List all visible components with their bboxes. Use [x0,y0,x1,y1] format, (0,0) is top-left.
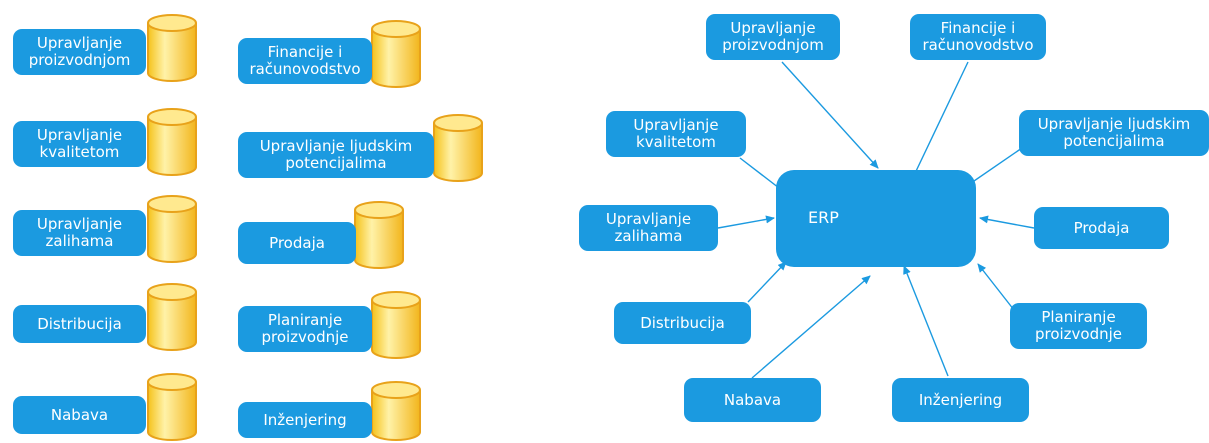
arrow [751,275,871,379]
erp-box [776,170,976,267]
erp-module-box: Prodaja [1034,207,1169,249]
module-box: Distribucija [13,305,146,343]
erp-module-box: Upravljanje proizvodnjom [706,14,840,60]
database-icon [147,195,197,263]
database-icon [147,14,197,82]
module-box: Planiranje proizvodnje [238,306,372,352]
erp-module-box: Upravljanje kvalitetom [606,111,746,157]
module-box: Upravljanje zalihama [13,210,146,256]
module-box: Upravljanje ljudskim potencijalima [238,132,434,178]
erp-module-box: Financije i računovodstvo [910,14,1046,60]
arrow [717,215,775,229]
erp-label: ERP [808,208,839,227]
database-icon [433,114,483,182]
arrow [977,263,1015,311]
arrow [781,61,879,169]
database-icon [147,283,197,351]
database-icon [371,20,421,88]
erp-module-box: Upravljanje ljudskim potencijalima [1019,110,1209,156]
erp-module-box: Inženjering [892,378,1029,422]
arrow [979,215,1035,229]
arrow [907,61,969,189]
module-box: Inženjering [238,402,372,438]
arrow [747,261,787,303]
erp-module-box: Upravljanje zalihama [579,205,718,251]
erp-module-box: Planiranje proizvodnje [1010,303,1147,349]
database-icon [354,201,404,269]
module-box: Nabava [13,396,146,434]
module-box: Upravljanje kvalitetom [13,121,146,167]
module-box: Prodaja [238,222,356,264]
module-box: Financije i računovodstvo [238,38,372,84]
database-icon [371,291,421,359]
erp-module-box: Nabava [684,378,821,422]
module-box: Upravljanje proizvodnjom [13,29,146,75]
database-icon [147,108,197,176]
erp-module-box: Distribucija [614,302,751,344]
database-icon [371,381,421,441]
arrow [903,265,949,377]
database-icon [147,373,197,441]
